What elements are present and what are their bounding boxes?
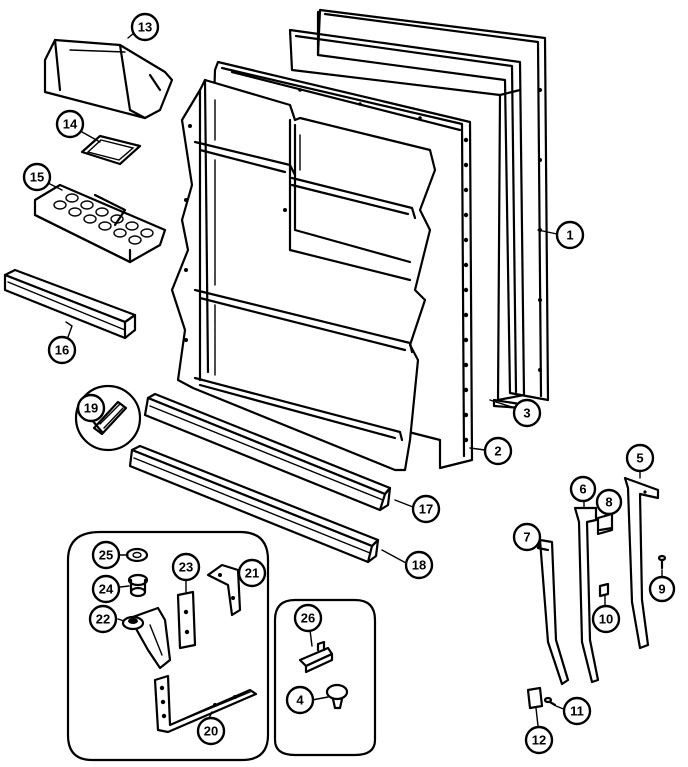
callout-23: 23 xyxy=(171,552,201,582)
bushing xyxy=(127,573,149,598)
callout-14: 14 xyxy=(55,109,85,139)
callout-13: 13 xyxy=(130,12,160,42)
callout-11: 11 xyxy=(562,696,592,726)
door-gasket xyxy=(288,28,526,410)
callout-26: 26 xyxy=(293,603,323,633)
end-cap xyxy=(526,686,544,710)
callout-17: 17 xyxy=(411,494,441,524)
hinge-kit-frame xyxy=(66,530,270,762)
door-stop-bar-5 xyxy=(623,476,660,650)
svg-text:9: 9 xyxy=(658,582,665,597)
door-stop-bar-7 xyxy=(536,538,570,686)
door-stop-bar-6 xyxy=(573,506,600,684)
callout-25: 25 xyxy=(91,540,121,570)
callout-18: 18 xyxy=(404,550,434,580)
shelf-rail xyxy=(3,268,137,340)
svg-text:19: 19 xyxy=(84,401,98,416)
dairy-cover xyxy=(43,38,174,120)
screw xyxy=(657,554,667,570)
door-outer-panel xyxy=(316,8,550,402)
svg-text:26: 26 xyxy=(301,611,315,626)
svg-text:21: 21 xyxy=(245,566,259,581)
liner-screw-holes xyxy=(298,88,469,443)
lower-shelf-bar xyxy=(128,444,380,564)
svg-text:23: 23 xyxy=(179,560,193,575)
callout-5: 5 xyxy=(625,443,655,473)
svg-text:20: 20 xyxy=(204,724,218,739)
bar-clip xyxy=(596,512,614,536)
hinge-bracket-small xyxy=(206,563,242,617)
svg-text:22: 22 xyxy=(96,612,110,627)
egg-tray xyxy=(33,183,167,264)
callout-2: 2 xyxy=(483,436,513,466)
lower-hinge xyxy=(153,674,258,734)
svg-text:10: 10 xyxy=(599,612,613,627)
callout-4: 4 xyxy=(285,685,315,715)
stop-bracket xyxy=(298,640,334,674)
callout-20: 20 xyxy=(196,716,226,746)
callout-10: 10 xyxy=(591,604,621,634)
hinge-plate xyxy=(176,590,197,650)
svg-text:17: 17 xyxy=(419,502,433,517)
svg-text:18: 18 xyxy=(412,558,426,573)
svg-text:25: 25 xyxy=(99,548,113,563)
plug-button xyxy=(325,683,349,710)
callout-6: 6 xyxy=(569,475,597,503)
small-screw xyxy=(543,696,557,707)
nut xyxy=(598,582,610,598)
callout-9: 9 xyxy=(648,575,676,603)
svg-text:7: 7 xyxy=(523,530,530,545)
small-kit-frame xyxy=(273,598,377,757)
callout-15: 15 xyxy=(22,162,52,192)
svg-text:6: 6 xyxy=(579,482,586,497)
callout-7: 7 xyxy=(512,522,542,552)
svg-text:24: 24 xyxy=(99,582,114,597)
svg-text:1: 1 xyxy=(566,228,573,243)
callout-22: 22 xyxy=(88,604,118,634)
svg-text:12: 12 xyxy=(532,733,546,748)
svg-text:16: 16 xyxy=(55,343,69,358)
callouts: 13 14 15 16 19 1 3 2 17 18 5 6 8 7 9 10 … xyxy=(22,12,676,755)
callout-12: 12 xyxy=(524,725,554,755)
callout-16: 16 xyxy=(47,335,77,365)
callout-3: 3 xyxy=(512,398,542,428)
small-tray xyxy=(80,134,142,166)
svg-text:2: 2 xyxy=(494,444,501,459)
svg-text:4: 4 xyxy=(296,693,304,708)
washer xyxy=(125,547,149,563)
svg-text:5: 5 xyxy=(636,451,643,466)
callout-8: 8 xyxy=(595,488,623,516)
callout-19: 19 xyxy=(76,393,106,423)
svg-text:15: 15 xyxy=(30,170,44,185)
svg-text:11: 11 xyxy=(570,704,584,719)
upper-shelf-bar xyxy=(143,392,392,512)
hinge-pin-bracket xyxy=(121,606,172,670)
callout-21: 21 xyxy=(237,558,267,588)
door-shelving xyxy=(170,78,437,472)
callout-1: 1 xyxy=(555,220,585,250)
svg-text:14: 14 xyxy=(63,117,78,132)
svg-text:3: 3 xyxy=(523,406,530,421)
callout-24: 24 xyxy=(91,574,121,604)
svg-text:13: 13 xyxy=(138,20,152,35)
svg-text:8: 8 xyxy=(605,495,612,510)
